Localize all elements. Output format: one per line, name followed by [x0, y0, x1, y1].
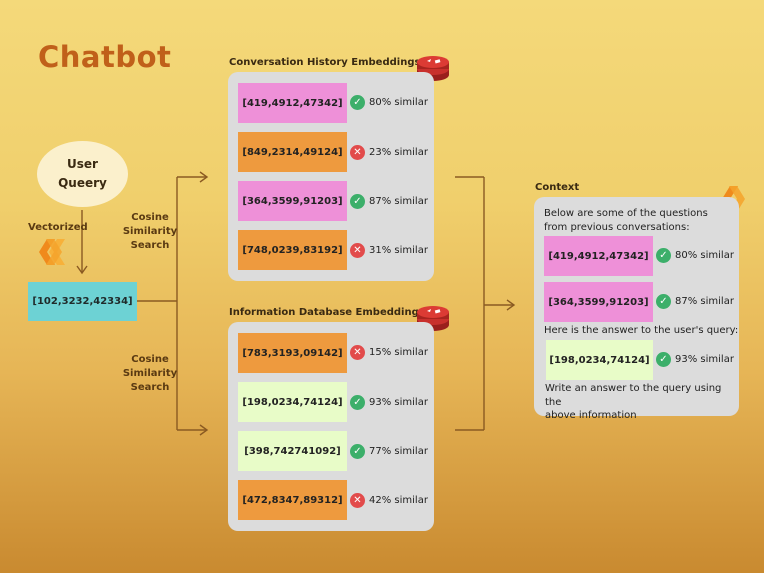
cross-icon: ✕ [350, 493, 365, 508]
check-icon: ✓ [656, 352, 671, 367]
context-row-1-sim-text: 80% similar [675, 250, 734, 261]
context-intro-l2: from previous conversations: [544, 221, 690, 233]
database-row-1-sim-text: 15% similar [369, 347, 428, 358]
cosine-label-bottom: Cosine Similarity Search [120, 353, 180, 395]
database-row-3-vector: [398,742741092] [238, 431, 347, 471]
conversation-row-3-sim-text: 87% similar [369, 196, 428, 207]
branch-bottom-arrowhead [199, 424, 209, 436]
context-answer-sim-text: 93% similar [675, 354, 734, 365]
merge-out-arrowhead [506, 299, 516, 311]
check-icon: ✓ [350, 95, 365, 110]
vector-model-icon [39, 239, 65, 265]
database-panel-title: Information Database Embeddings [229, 307, 425, 318]
context-title: Context [535, 182, 580, 193]
conversation-row-2-similarity: ✕ 23% similar [350, 145, 428, 160]
conversation-row-2-vector: [849,2314,49124] [238, 132, 347, 172]
context-answer-vector: [198,0234,74124] [546, 340, 653, 380]
conversation-row-1-vector: [419,4912,47342] [238, 83, 347, 123]
context-row-1-vector: [419,4912,47342] [544, 236, 653, 276]
context-outro: Write an answer to the query using the a… [545, 382, 739, 423]
cross-icon: ✕ [350, 145, 365, 160]
conversation-row-1-similarity: ✓ 80% similar [350, 95, 428, 110]
page-title: Chatbot [38, 40, 172, 74]
query-vector-box: [102,3232,42334] [28, 282, 137, 321]
database-row-2-vector: [198,0234,74124] [238, 382, 347, 422]
conversation-panel-title: Conversation History Embeddings [229, 57, 421, 68]
context-intro-l1: Below are some of the questions [544, 208, 708, 219]
cosine-label-top: Cosine Similarity Search [120, 211, 180, 253]
conversation-row-4-similarity: ✕ 31% similar [350, 243, 428, 258]
check-icon: ✓ [350, 194, 365, 209]
context-intro: Below are some of the questions from pre… [544, 207, 708, 234]
conversation-row-4-sim-text: 31% similar [369, 245, 428, 256]
database-row-4-similarity: ✕ 42% similar [350, 493, 428, 508]
cosine-top-l3: Search [130, 240, 170, 251]
check-icon: ✓ [350, 444, 365, 459]
cosine-bottom-l2: Similarity [122, 368, 178, 379]
conversation-row-3-vector: [364,3599,91203] [238, 181, 347, 221]
vectorized-label: Vectorized [28, 222, 88, 233]
context-row-2-vector: [364,3599,91203] [544, 282, 653, 322]
conversation-row-2-sim-text: 23% similar [369, 147, 428, 158]
context-outro-l1: Write an answer to the query using the [545, 383, 722, 408]
database-row-4-vector: [472,8347,89312] [238, 480, 347, 520]
database-row-1-similarity: ✕ 15% similar [350, 345, 428, 360]
conversation-row-4-vector: [748,0239,83192] [238, 230, 347, 270]
context-panel: Below are some of the questions from pre… [534, 197, 739, 421]
user-query-line1: User [67, 157, 98, 172]
conversation-row-1-sim-text: 80% similar [369, 97, 428, 108]
context-answer-similarity: ✓ 93% similar [656, 352, 734, 367]
cross-icon: ✕ [350, 345, 365, 360]
check-icon: ✓ [656, 294, 671, 309]
context-row-2-similarity: ✓ 87% similar [656, 294, 734, 309]
database-row-3-similarity: ✓ 77% similar [350, 444, 428, 459]
database-row-2-sim-text: 93% similar [369, 397, 428, 408]
cosine-bottom-l3: Search [130, 382, 170, 393]
check-icon: ✓ [656, 248, 671, 263]
cosine-top-l1: Cosine [131, 212, 169, 223]
context-row-2-sim-text: 87% similar [675, 296, 734, 307]
cross-icon: ✕ [350, 243, 365, 258]
conversation-panel: [419,4912,47342] ✓ 80% similar [849,2314… [228, 72, 434, 281]
database-row-1-vector: [783,3193,09142] [238, 333, 347, 373]
cosine-top-l2: Similarity [122, 226, 178, 237]
context-answer-intro: Here is the answer to the user's query: [544, 325, 739, 336]
branch-top-arrowhead [199, 171, 209, 183]
database-row-2-similarity: ✓ 93% similar [350, 395, 428, 410]
check-icon: ✓ [350, 395, 365, 410]
cosine-bottom-l1: Cosine [131, 354, 169, 365]
database-panel: [783,3193,09142] ✕ 15% similar [198,0234… [228, 322, 434, 531]
conversation-row-3-similarity: ✓ 87% similar [350, 194, 428, 209]
user-query-line2: Queery [58, 176, 107, 190]
query-to-vector-arrowhead [76, 265, 88, 275]
context-row-1-similarity: ✓ 80% similar [656, 248, 734, 263]
context-outro-l2: above information [545, 410, 637, 421]
user-query-bubble: User Queery [37, 141, 128, 207]
database-row-4-sim-text: 42% similar [369, 495, 428, 506]
database-row-3-sim-text: 77% similar [369, 446, 428, 457]
